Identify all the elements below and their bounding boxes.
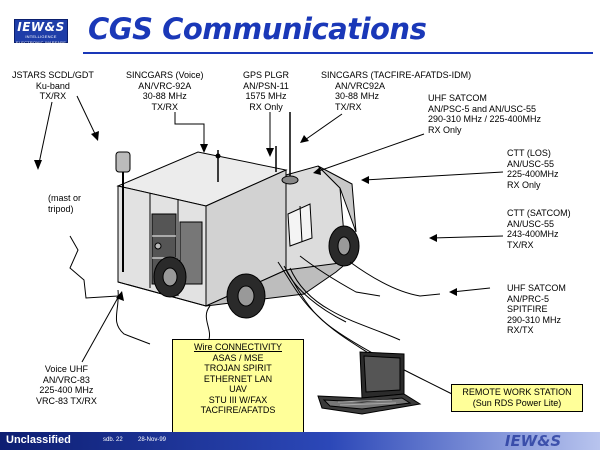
- label-sincgars-idm: SINCGARS (TACFIRE-AFATDS-IDM) AN/VRC92A …: [321, 70, 472, 112]
- laptop-illustration: [317, 351, 422, 415]
- classification-label: Unclassified: [6, 434, 71, 446]
- label-ctt-satcom: CTT (SATCOM) AN/USC-55 243-400MHz TX/RX: [507, 208, 571, 250]
- label-jstars: JSTARS SCDL/GDT Ku-band TX/RX: [12, 70, 94, 101]
- footer-bar: Unclassified sdb. 22 28-Nov-99 IEW&S: [0, 432, 600, 450]
- connectivity-header: Wire CONNECTIVITY: [193, 342, 282, 352]
- slide-number: sdb. 22: [103, 437, 123, 443]
- wire-connectivity-box: Wire CONNECTIVITY ASAS / MSE TROJAN SPIR…: [172, 339, 304, 439]
- footer-brand: IEW&S: [504, 432, 562, 450]
- slide-date: 28-Nov-99: [138, 437, 167, 443]
- connectivity-item: UAV: [229, 384, 247, 394]
- connectivity-item: ASAS / MSE: [212, 352, 264, 363]
- iews-logo: IEW&S INTELLIGENCE ELECTRONIC WARFARE & …: [14, 19, 68, 51]
- label-sincgars-voice: SINCGARS (Voice) AN/VRC-92A 30-88 MHz TX…: [126, 70, 204, 112]
- logo-text: IEW&S: [17, 20, 65, 34]
- remote-workstation-box: REMOTE WORK STATION (Sun RDS Power Lite): [451, 384, 583, 412]
- page-title: CGS Communications: [88, 12, 427, 46]
- title-underline: [83, 52, 593, 54]
- connectivity-item: TROJAN SPIRIT: [204, 363, 272, 373]
- label-mast: (mast or tripod): [48, 193, 82, 214]
- label-voice-uhf: Voice UHF AN/VRC-83 225-400 MHz VRC-83 T…: [36, 364, 97, 406]
- connectivity-item: ETHERNET LAN: [203, 373, 273, 384]
- label-gps-plgr: GPS PLGR AN/PSN-11 1575 MHz RX Only: [243, 70, 290, 112]
- connectivity-item: TACFIRE/AFATDS: [200, 405, 276, 415]
- label-uhf-satcom-rx: UHF SATCOM AN/PSC-5 and AN/USC-55 290-31…: [428, 93, 542, 135]
- logo-subtext: INTELLIGENCE ELECTRONIC WARFARE & SENSOR…: [15, 34, 67, 51]
- label-ctt-los: CTT (LOS) AN/USC-55 225-400MHz RX Only: [507, 148, 559, 190]
- connectivity-item: STU III W/FAX: [208, 394, 268, 405]
- label-uhf-satcom-spitfire: UHF SATCOM AN/PRC-5 SPITFIRE 290-310 MHz…: [507, 283, 566, 335]
